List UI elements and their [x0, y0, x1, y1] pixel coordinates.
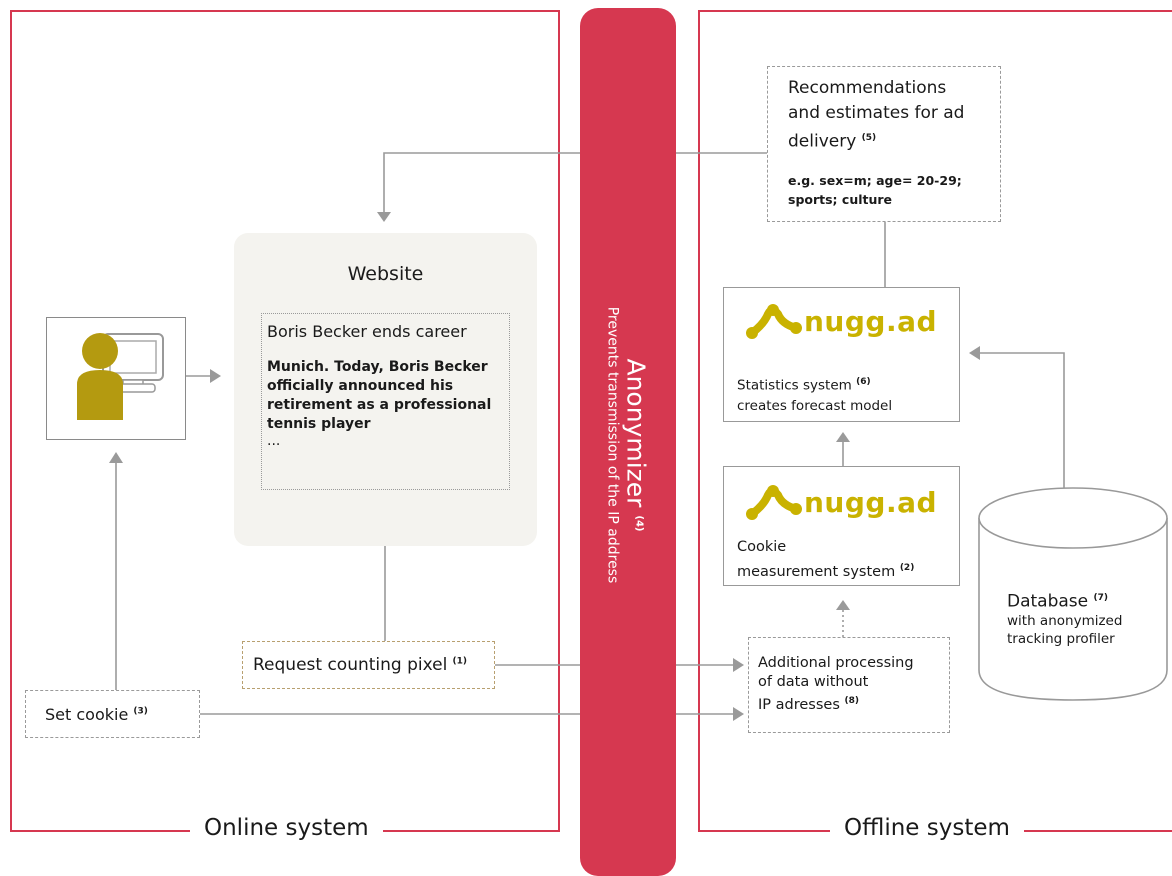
statistics-box: nugg.ad Statistics system (6) creates fo…	[723, 287, 960, 422]
offline-frame-top	[698, 10, 1172, 12]
article-body: Munich. Today, Boris Becker officially a…	[267, 359, 492, 432]
database-text: Database (7) with anonymized tracking pr…	[1007, 588, 1122, 648]
statistics-line1: Statistics system (6)	[737, 372, 892, 396]
database-cylinder	[978, 487, 1168, 701]
anonymizer-subtitle: Prevents transmission of the IP address	[604, 306, 621, 584]
database-line1: with anonymized	[1007, 612, 1123, 629]
additional-processing-box: Additional processing of data without IP…	[748, 637, 950, 733]
additional-line3: IP adresses (8)	[758, 692, 949, 715]
offline-system-label: Offline system	[830, 815, 1024, 841]
website-title: Website	[347, 263, 424, 285]
article-ellipsis: ...	[267, 433, 281, 449]
request-pixel-ref: (1)	[452, 656, 467, 667]
anonymizer-bar	[580, 8, 676, 876]
arrowhead-website	[377, 212, 391, 222]
article-box: Boris Becker ends career Munich. Today, …	[261, 313, 510, 490]
database-ref: (7)	[1093, 593, 1109, 603]
cookie-logo: nugg.ad	[742, 481, 937, 523]
arrowhead-pixel-additional	[733, 658, 744, 672]
set-cookie-ref: (3)	[133, 706, 148, 717]
set-cookie-label: Set cookie	[45, 705, 129, 724]
arrowhead-statistics-db	[969, 346, 980, 360]
cookie-logo-text: nugg.ad	[804, 485, 938, 519]
nugg-ad-logo-icon	[746, 485, 802, 520]
statistics-text: Statistics system (6) creates forecast m…	[737, 372, 892, 416]
cookie-line2: measurement system (2)	[737, 558, 914, 583]
database-line2: tracking profiler	[1007, 630, 1115, 647]
cookie-measurement-box: nugg.ad Cookie measurement system (2)	[723, 466, 960, 586]
recommendations-title-text: Recommendations and estimates for ad del…	[788, 78, 965, 152]
user-computer-icon	[77, 333, 164, 420]
cookie-line1: Cookie	[737, 539, 787, 555]
user-computer-box	[46, 317, 186, 440]
online-frame-left	[10, 10, 12, 832]
arrowhead-user	[109, 452, 123, 463]
recommendations-example: e.g. sex=m; age= 20-29; sports; culture	[788, 172, 962, 207]
online-frame-top	[10, 10, 560, 12]
cookie-text: Cookie measurement system (2)	[737, 537, 914, 583]
article-headline: Boris Becker ends career	[267, 322, 467, 341]
anonymizer-title: Anonymizer (4)	[621, 307, 652, 584]
website-box: Website Boris Becker ends career Munich.…	[234, 233, 537, 546]
additional-line1: Additional processing	[758, 655, 914, 671]
recommendations-title: Recommendations and estimates for ad del…	[788, 76, 978, 155]
request-pixel-label: Request counting pixel	[253, 655, 448, 675]
anonymizer-text: Anonymizer (4) Prevents transmission of …	[603, 307, 652, 584]
request-pixel-box: Request counting pixel (1)	[242, 641, 495, 689]
anonymizer-ref: (4)	[633, 515, 645, 532]
connector-statistics-database	[980, 352, 1065, 532]
additional-ref: (8)	[844, 696, 859, 706]
connector-recommendations-website	[383, 152, 767, 212]
statistics-line2: creates forecast model	[737, 397, 893, 414]
online-frame-right	[558, 10, 560, 832]
arrowhead-cookie	[836, 600, 850, 610]
statistics-ref: (6)	[856, 377, 871, 387]
additional-line2: of data without	[758, 674, 869, 690]
arrowhead-setcookie-additional	[733, 707, 744, 721]
offline-frame-left	[698, 10, 700, 832]
statistics-logo: nugg.ad	[742, 300, 937, 342]
nugg-ad-logo-icon	[746, 304, 802, 339]
cookie-line2-text: measurement system	[737, 563, 896, 580]
database-title: Database (7)	[1007, 588, 1122, 612]
arrowhead-user-website	[210, 369, 221, 383]
recommendations-ref: (5)	[861, 133, 877, 143]
online-system-label: Online system	[190, 815, 383, 841]
anonymizer-title-text: Anonymizer	[621, 358, 651, 508]
arrowhead-statistics	[836, 432, 850, 442]
statistics-line1-text: Statistics system	[737, 377, 852, 394]
additional-line3-text: IP adresses	[758, 696, 840, 713]
database-title-text: Database	[1007, 591, 1089, 612]
statistics-logo-text: nugg.ad	[804, 304, 938, 338]
recommendations-box: Recommendations and estimates for ad del…	[767, 66, 1001, 222]
set-cookie-box: Set cookie (3)	[25, 690, 200, 738]
cookie-ref: (2)	[899, 563, 915, 573]
